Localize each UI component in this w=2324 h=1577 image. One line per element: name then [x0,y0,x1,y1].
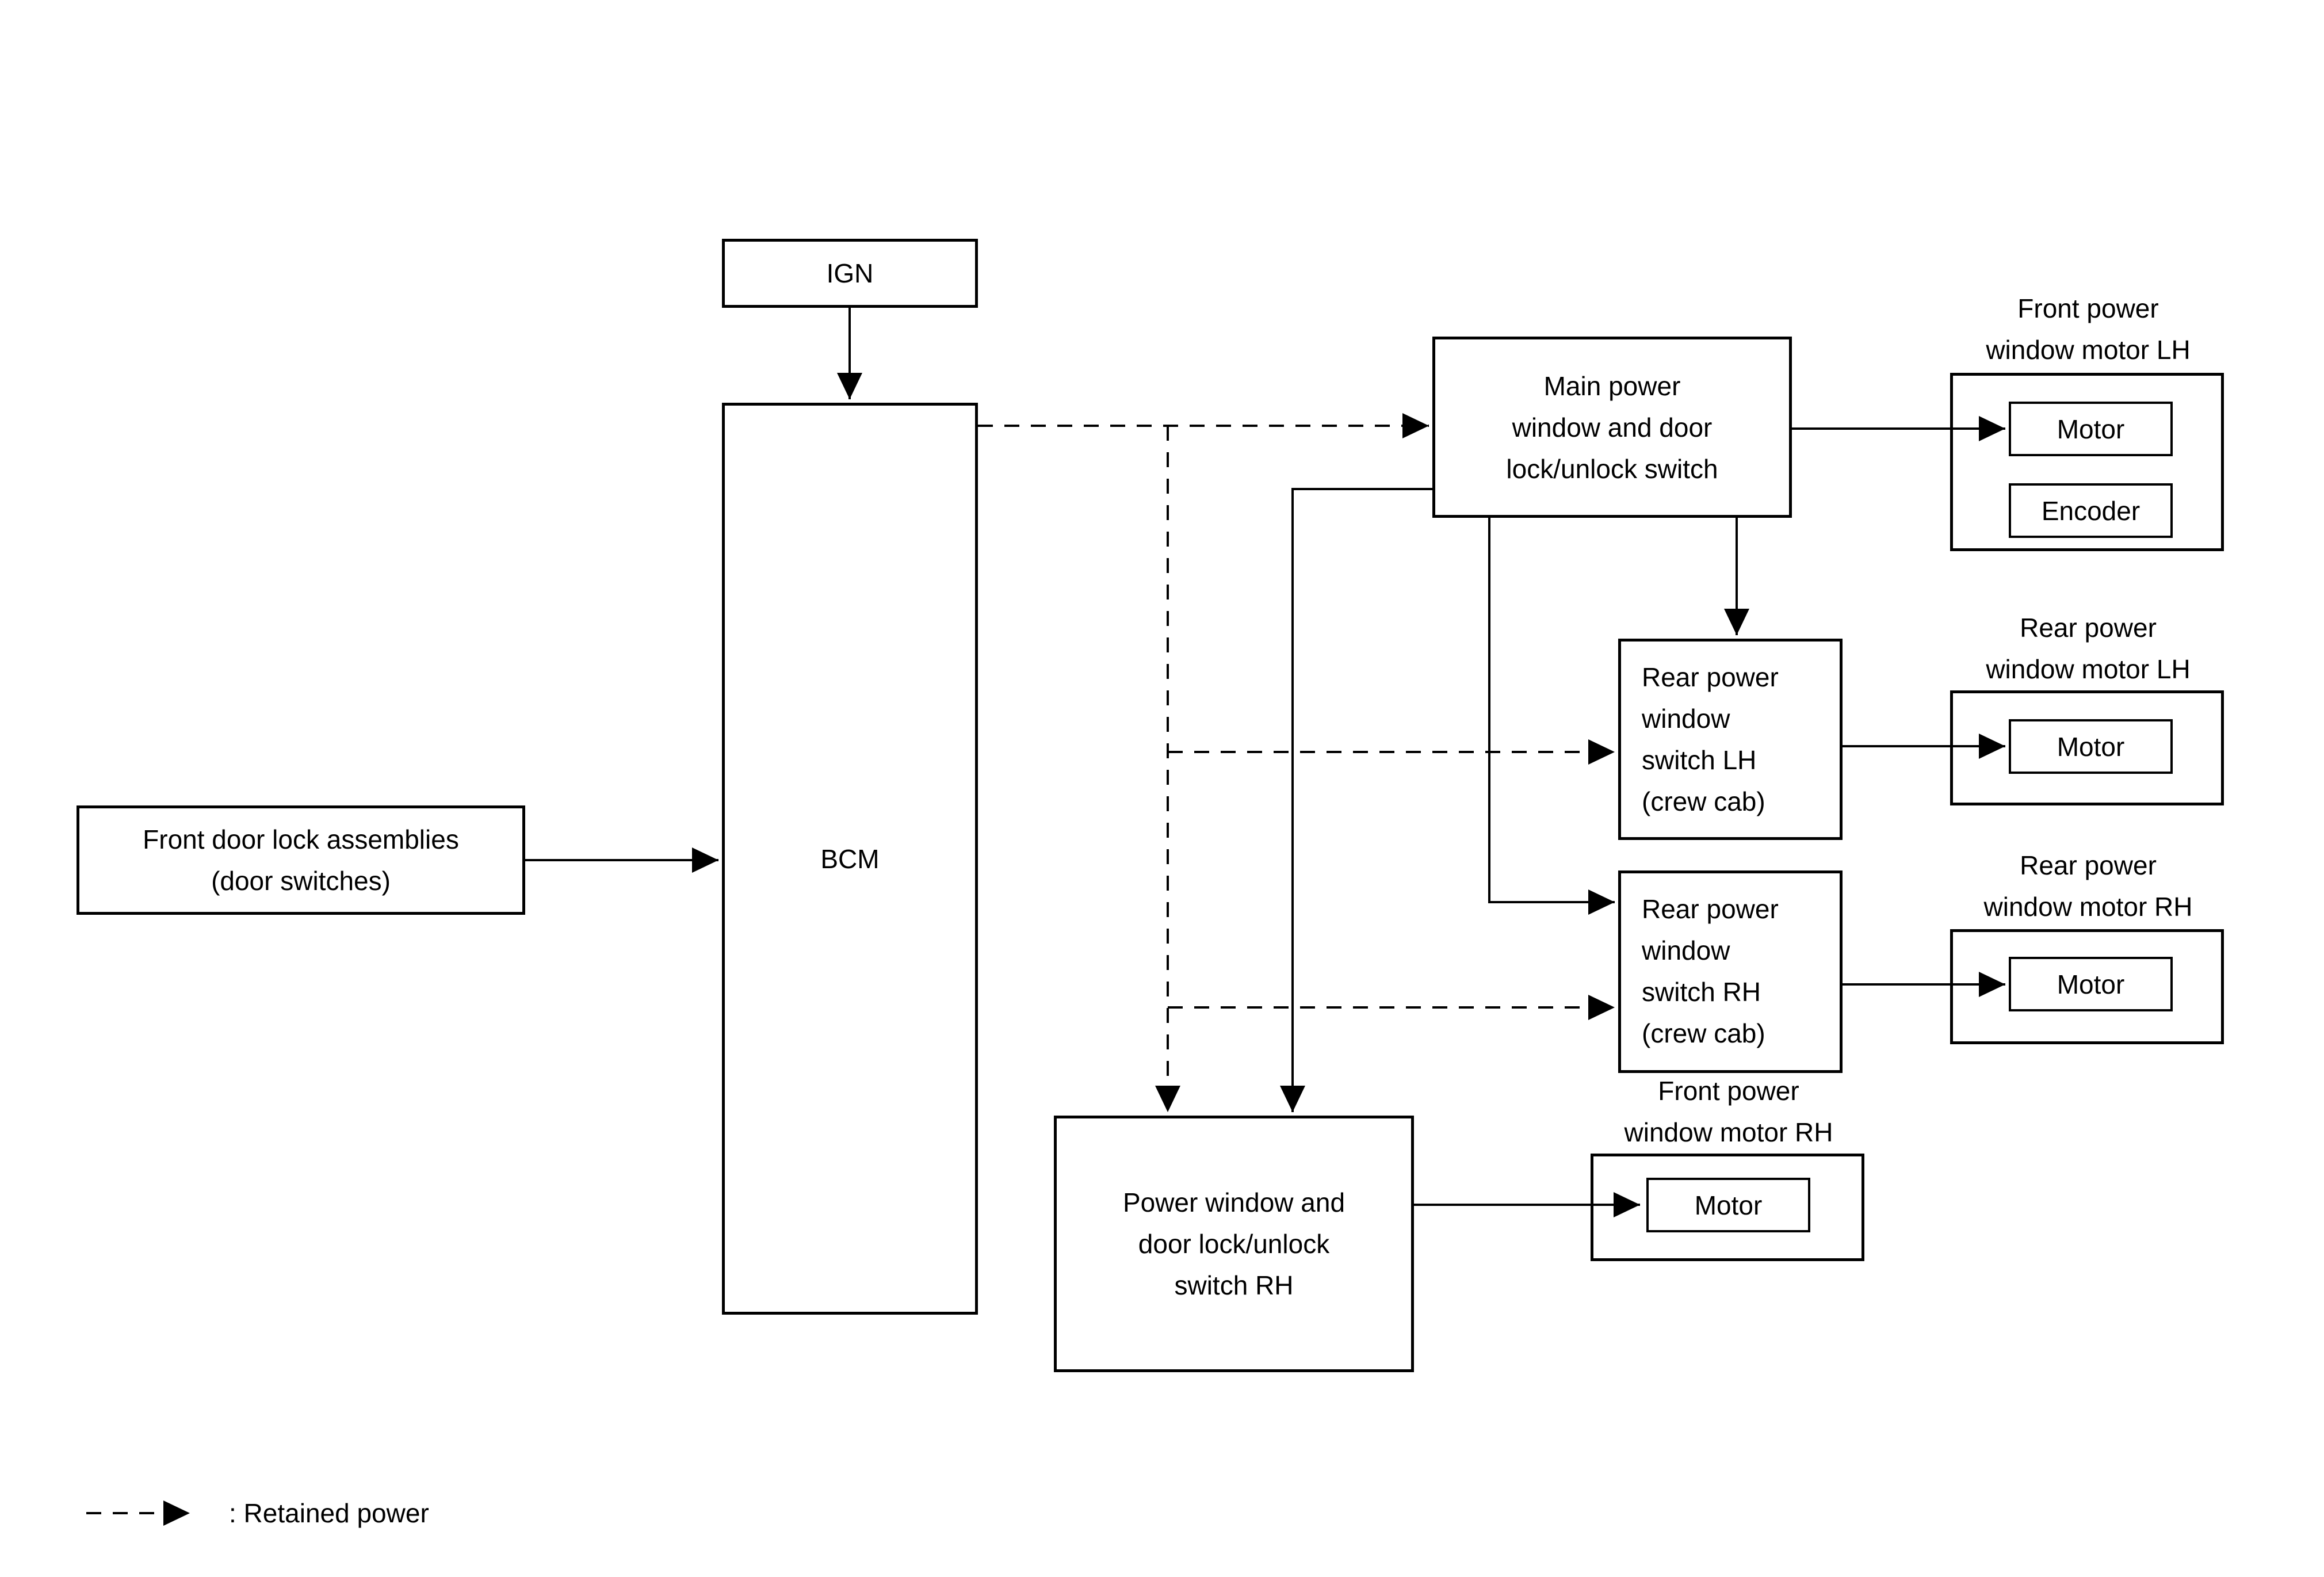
rear-motor-rh-outer-box: Motor [1950,929,2224,1044]
main-switch-line1: Main power [1543,371,1681,401]
rear-switch-lh-line4: (crew cab) [1642,786,1765,816]
rear-motor-rh-caption: Rear power window motor RH [1916,845,2261,927]
rear-motor-lh-caption-line2: window motor LH [1986,654,2191,684]
front-motor-lh-encoder-box: Encoder [2009,483,2173,538]
front-door-lock-box: Front door lock assemblies (door switche… [77,805,525,915]
pw-switch-rh-line2: door lock/unlock [1138,1229,1330,1259]
front-door-lock-line1: Front door lock assemblies [143,824,459,854]
legend-label: : Retained power [229,1498,429,1528]
rear-motor-lh-outer-box: Motor [1950,690,2224,805]
front-motor-lh-caption-line1: Front power [2017,293,2159,323]
front-motor-lh-outer-box: Motor Encoder [1950,373,2224,551]
pw-switch-rh-line1: Power window and [1122,1187,1346,1217]
front-motor-lh-motor-label: Motor [2057,414,2125,444]
rear-motor-rh-caption-line1: Rear power [2020,850,2157,880]
rear-motor-rh-motor-label: Motor [2057,969,2125,999]
rear-switch-lh-line2: window [1642,704,1730,734]
ign-box: IGN [722,239,978,308]
rear-power-window-switch-rh-box: Rear power window switch RH (crew cab) [1618,870,1843,1073]
main-power-window-switch-box: Main power window and door lock/unlock s… [1432,337,1792,518]
rear-switch-lh-line3: switch LH [1642,745,1757,775]
front-motor-lh-caption: Front power window motor LH [1916,288,2261,371]
front-motor-rh-outer-box: Motor [1591,1154,1864,1261]
main-switch-line3: lock/unlock switch [1506,453,1718,484]
front-motor-lh-encoder-label: Encoder [2041,495,2140,526]
conn-mainswitch-to-rear-switch-rh [1488,518,1615,915]
front-motor-rh-caption-line2: window motor RH [1624,1117,1833,1147]
front-motor-rh-caption-line1: Front power [1658,1076,1799,1106]
power-window-switch-rh-box: Power window and door lock/unlock switch… [1054,1116,1414,1372]
front-motor-rh-motor-box: Motor [1646,1178,1810,1232]
rear-motor-rh-caption-line2: window motor RH [1983,892,2193,922]
rear-motor-lh-caption-line1: Rear power [2020,613,2157,643]
main-switch-line2: window and door [1512,412,1713,442]
pw-switch-rh-line3: switch RH [1174,1270,1294,1300]
rear-motor-lh-motor-label: Motor [2057,731,2125,762]
rear-motor-rh-motor-box: Motor [2009,957,2173,1011]
rear-motor-lh-caption: Rear power window motor LH [1916,607,2261,690]
front-door-lock-line2: (door switches) [211,866,391,896]
front-motor-rh-caption: Front power window motor RH [1556,1070,1901,1153]
rear-switch-lh-line1: Rear power [1642,662,1779,692]
rear-motor-lh-motor-box: Motor [2009,719,2173,774]
bcm-label: BCM [820,843,880,874]
conn-mainswitch-to-pw-switch-rh [1280,488,1432,1112]
rear-switch-rh-line4: (crew cab) [1642,1018,1765,1048]
rear-power-window-switch-lh-box: Rear power window switch LH (crew cab) [1618,639,1843,840]
bcm-box: BCM [722,403,978,1315]
front-motor-lh-motor-box: Motor [2009,402,2173,456]
rear-switch-rh-line2: window [1642,935,1730,965]
rear-switch-rh-line3: switch RH [1642,977,1761,1007]
ign-label: IGN [826,258,874,288]
front-motor-rh-motor-label: Motor [1694,1190,1763,1220]
rear-switch-rh-line1: Rear power [1642,894,1779,924]
front-motor-lh-caption-line2: window motor LH [1986,335,2191,365]
